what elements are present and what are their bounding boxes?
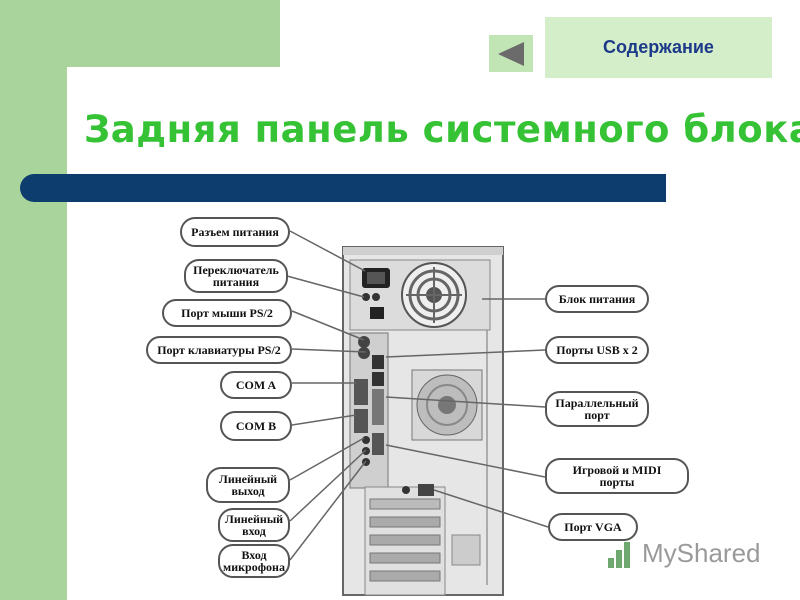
label-keyboard-port: Порт клавиатуры PS/2 <box>146 336 292 364</box>
label-vga-port: Порт VGA <box>548 513 638 541</box>
label-line-out: Линейный выход <box>206 467 290 503</box>
watermark: MyShared <box>608 538 761 569</box>
triangle-left-icon <box>498 41 524 66</box>
label-usb-ports: Порты USB x 2 <box>545 336 649 364</box>
myshared-logo-icon <box>608 540 636 568</box>
top-green-strip <box>0 0 280 67</box>
label-mic-in: Вход микрофона <box>218 544 290 578</box>
contents-label: Содержание <box>603 37 714 57</box>
label-com-a: COM A <box>220 371 292 399</box>
label-power-switch: Переключатель питания <box>184 259 288 293</box>
contents-button[interactable]: Содержание <box>545 17 772 78</box>
label-mouse-port: Порт мыши PS/2 <box>162 299 292 327</box>
left-green-strip <box>0 0 67 600</box>
label-com-b: COM B <box>220 411 292 441</box>
pc-case-illustration <box>286 230 549 596</box>
pc-back-panel-diagram: Разъем питания Переключатель питания Пор… <box>140 205 790 600</box>
watermark-text: MyShared <box>642 538 761 568</box>
title-underline-bar <box>20 174 666 202</box>
label-power-connector: Разъем питания <box>180 217 290 247</box>
label-psu: Блок питания <box>545 285 649 313</box>
label-parallel-port: Параллельный порт <box>545 391 649 427</box>
label-line-in: Линейный вход <box>218 508 290 542</box>
slide-title: Задняя панель системного блока <box>84 108 800 151</box>
label-game-midi-ports: Игровой и MIDI порты <box>545 458 689 494</box>
back-button[interactable] <box>489 35 533 72</box>
